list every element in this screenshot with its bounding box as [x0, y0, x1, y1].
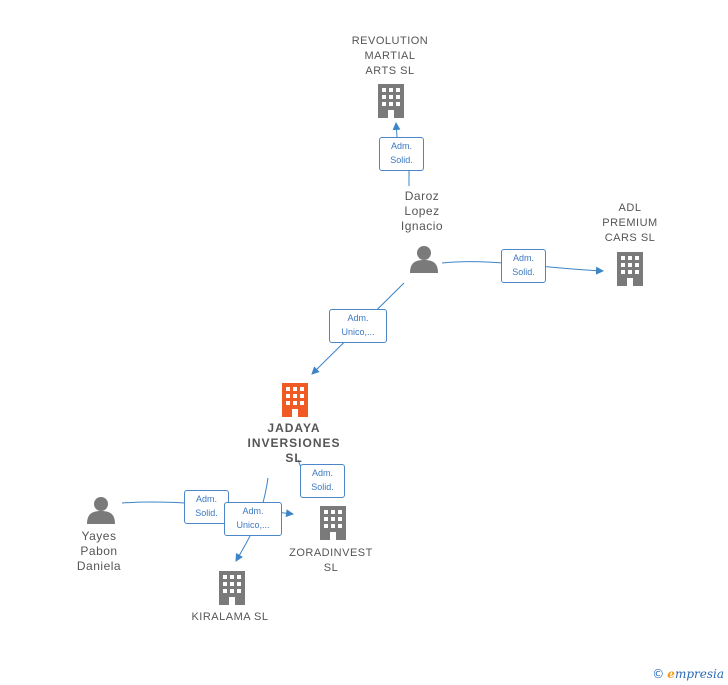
kiralama-label[interactable]: KIRALAMA SL: [191, 611, 269, 623]
brand-initial: e: [667, 667, 675, 681]
kiralama-company-icon[interactable]: [219, 571, 245, 605]
brand-name: mpresia: [674, 667, 724, 681]
daroz-person-icon[interactable]: [410, 246, 438, 273]
zoradinvest-label[interactable]: ZORADINVEST SL: [289, 547, 373, 574]
zoradinvest-company-icon[interactable]: [320, 506, 346, 540]
edge-label-yayes-zoradinvest[interactable]: Adm. Solid.: [184, 490, 229, 524]
edge-label-jadaya-kiralama[interactable]: Adm. Unico,...: [224, 502, 282, 536]
copyright-symbol: ©: [652, 667, 665, 681]
adl-label[interactable]: ADL PREMIUM CARS SL: [602, 202, 658, 244]
revolution-company-icon[interactable]: [378, 84, 404, 118]
jadaya-label[interactable]: JADAYA INVERSIONES SL: [247, 421, 341, 465]
revolution-label[interactable]: REVOLUTION MARTIAL ARTS SL: [351, 35, 429, 77]
edge-label-daroz-adl[interactable]: Adm. Solid.: [501, 249, 546, 283]
empresia-logo: ©empresia: [652, 667, 724, 681]
edge-label-jadaya-zoradinvest[interactable]: Adm. Solid.: [300, 464, 345, 498]
edge-label-daroz-revolution[interactable]: Adm. Solid.: [379, 137, 424, 171]
jadaya-company-icon[interactable]: [282, 383, 308, 417]
yayes-label[interactable]: Yayes Pabon Daniela: [76, 529, 122, 573]
adl-company-icon[interactable]: [617, 252, 643, 286]
edge-label-daroz-jadaya[interactable]: Adm. Unico,...: [329, 309, 387, 343]
daroz-label[interactable]: Daroz Lopez Ignacio: [400, 189, 444, 233]
yayes-person-icon[interactable]: [87, 497, 115, 524]
